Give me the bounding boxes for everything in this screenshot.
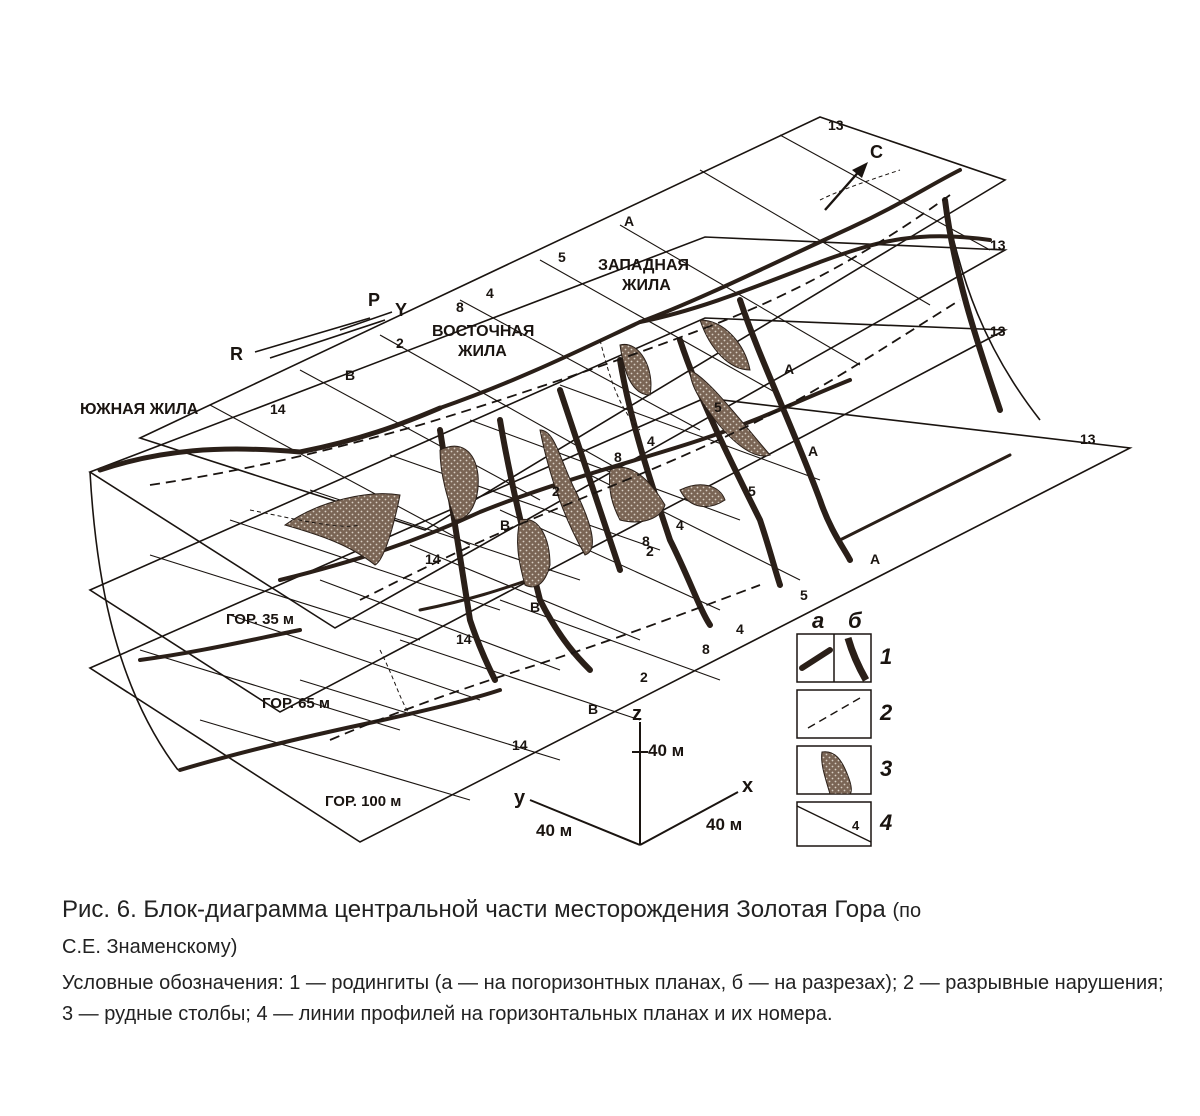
orientation-sign xyxy=(254,311,393,359)
axis-y-scale: 40 м xyxy=(536,821,572,840)
profile-number: 14 xyxy=(270,401,286,417)
faults-thin xyxy=(249,169,901,716)
vein-label-west-1: ЗАПАДНАЯ xyxy=(598,257,689,274)
caption-source-part1: (по xyxy=(892,900,922,922)
profile-number: 4 xyxy=(647,433,655,449)
block-edge-left xyxy=(89,471,179,771)
profile-number: 14 xyxy=(512,737,528,753)
profile-number: 8 xyxy=(702,641,710,657)
caption-source-part2: С.Е. Знаменскому) xyxy=(62,936,238,958)
axis-y: y xyxy=(514,787,526,809)
plane-level-65 xyxy=(88,317,1009,713)
plane-top xyxy=(137,116,1007,531)
profile-number: 5 xyxy=(748,483,756,499)
vein-label-south: ЮЖНАЯ ЖИЛА xyxy=(80,401,199,418)
ore-pillars xyxy=(283,319,771,588)
level-label-100: ГОР. 100 м xyxy=(325,793,401,810)
legend: а б 1 2 3 4 4 xyxy=(796,608,893,847)
profile-number: 14 xyxy=(425,551,441,567)
vein-label-east-2: ЖИЛА xyxy=(457,343,507,360)
profile-number: 2 xyxy=(646,543,654,559)
block-diagram: ЮЖНАЯ ЖИЛА ВОСТОЧНАЯ ЖИЛА ЗАПАДНАЯ ЖИЛА … xyxy=(80,116,1133,847)
profile-number: 8 xyxy=(642,533,650,549)
profile-number: А xyxy=(624,213,634,229)
profile-labels-top: 14 В 2 8 4 5 А 13 xyxy=(270,117,844,417)
legend-box-2 xyxy=(796,689,872,739)
orientation-r: R xyxy=(230,344,243,364)
profile-number: 13 xyxy=(1080,431,1096,447)
profile-number: 5 xyxy=(558,249,566,265)
legend-num-3: 3 xyxy=(880,756,892,781)
north-arrow xyxy=(824,162,868,211)
orientation-y: Y xyxy=(395,300,407,320)
figure-caption-legend: Условные обозначения: 1 — родингиты (а —… xyxy=(62,972,1164,1025)
faults xyxy=(149,194,961,741)
legend-num-2: 2 xyxy=(879,700,893,725)
profile-number: А xyxy=(784,361,794,377)
profile-labels-level-35: 14 В 2 8 4 5 А 13 xyxy=(425,237,1006,567)
vein-label-east-1: ВОСТОЧНАЯ xyxy=(432,323,534,340)
profile-number: 4 xyxy=(736,621,744,637)
plane-level-35 xyxy=(88,236,1008,629)
axis-x: x xyxy=(742,775,753,797)
profile-number: В xyxy=(530,599,540,615)
profile-number: А xyxy=(808,443,818,459)
vein-sections xyxy=(437,197,1003,683)
profile-number: 8 xyxy=(614,449,622,465)
profile-number: 13 xyxy=(990,237,1006,253)
legend-col-b: б xyxy=(848,608,863,633)
legend-num-1: 1 xyxy=(880,644,892,669)
profile-number: 5 xyxy=(714,399,722,415)
vein-label-west-2: ЖИЛА xyxy=(621,277,671,294)
profile-number: 13 xyxy=(828,117,844,133)
block-diagram-svg: ЮЖНАЯ ЖИЛА ВОСТОЧНАЯ ЖИЛА ЗАПАДНАЯ ЖИЛА … xyxy=(80,116,1133,847)
axis-x-scale: 40 м xyxy=(706,815,742,834)
axis-z: z xyxy=(632,703,642,725)
profile-number: 2 xyxy=(640,669,648,685)
caption-title-text: Рис. 6. Блок-диаграмма центральной части… xyxy=(62,896,886,923)
axis-z-scale: 40 м xyxy=(648,741,684,760)
profile-labels-level-65: 14 В 2 8 4 5 А 13 xyxy=(456,323,1006,647)
profile-number: 8 xyxy=(456,299,464,315)
profile-number: В xyxy=(345,367,355,383)
profile-number: 4 xyxy=(486,285,494,301)
orientation-p: P xyxy=(368,290,380,310)
legend-box-4-number: 4 xyxy=(852,818,860,833)
profile-number: 4 xyxy=(676,517,684,533)
legend-box-4 xyxy=(796,801,872,847)
plane-level-100 xyxy=(88,397,1133,843)
profile-number: 13 xyxy=(990,323,1006,339)
profile-number: А xyxy=(870,551,880,567)
profile-labels-level-100: 14 В 2 8 4 5 А 13 xyxy=(512,431,1096,753)
scale-axes xyxy=(529,722,739,846)
profile-number: В xyxy=(588,701,598,717)
legend-col-a: а xyxy=(812,608,824,633)
level-label-65: ГОР. 65 м xyxy=(262,695,330,712)
profile-number: 14 xyxy=(456,631,472,647)
profile-number: В xyxy=(500,517,510,533)
profile-number: 5 xyxy=(800,587,808,603)
north-label: С xyxy=(870,142,883,162)
profile-number: 2 xyxy=(552,483,560,499)
legend-num-4: 4 xyxy=(879,810,892,835)
profile-number: 2 xyxy=(396,335,404,351)
figure-caption-title: Рис. 6. Блок-диаграмма центральной части… xyxy=(62,892,1172,964)
level-label-35: ГОР. 35 м xyxy=(226,611,294,628)
